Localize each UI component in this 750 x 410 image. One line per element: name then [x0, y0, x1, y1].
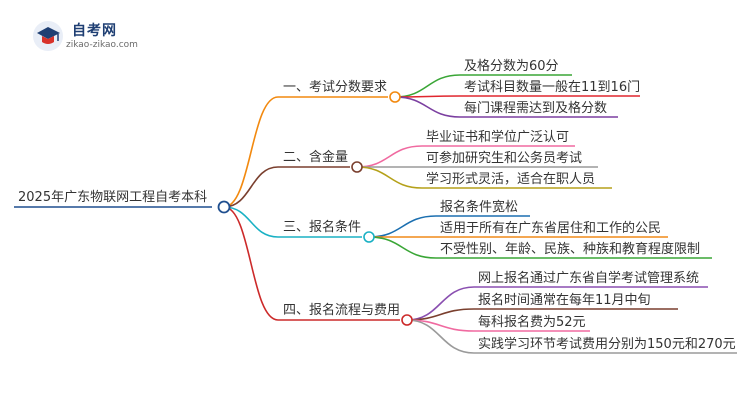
leaf-connector: [368, 215, 437, 238]
leaf-connector: [394, 96, 461, 118]
logo: 自考网 zikao-zikao.com: [30, 16, 150, 56]
branch-connector: [223, 166, 279, 208]
logo-title: 自考网: [72, 23, 117, 39]
branch-label: 一、考试分数要求: [283, 80, 387, 95]
leaf-label: 及格分数为60分: [464, 58, 559, 74]
logo-url: zikao-zikao.com: [66, 40, 138, 50]
leaf-connector: [356, 145, 423, 168]
leaf-label: 网上报名通过广东省自学考试管理系统: [478, 270, 699, 286]
leaf-connector: [356, 166, 423, 189]
branch-connector: [223, 206, 279, 238]
graduation-cap-icon: [33, 21, 63, 51]
leaf-label: 不受性别、年龄、民族、种族和教育程度限制: [440, 241, 700, 257]
leaf-label: 实践学习环节考试费用分别为150元和270元: [478, 336, 736, 352]
leaf-label: 报名条件宽松: [440, 199, 518, 215]
branch-label: 三、报名条件: [283, 219, 361, 235]
branch-label: 四、报名流程与费用: [283, 302, 400, 318]
leaf-connector: [368, 236, 437, 259]
leaf-connector: [394, 74, 461, 98]
branch-node-circle: [363, 231, 375, 243]
branch-connector: [223, 206, 279, 321]
branch-label: 二、含金量: [283, 149, 348, 165]
root-node-circle: [217, 200, 231, 214]
leaf-label: 学习形式灵活，适合在职人员: [426, 171, 595, 187]
leaf-label: 适用于所有在广东省居住和工作的公民: [440, 220, 661, 236]
leaf-label: 考试科目数量一般在11到16门: [464, 79, 640, 95]
leaf-label: 报名时间通常在每年11月中旬: [478, 292, 651, 308]
root-label: 2025年广东物联网工程自考本科: [18, 190, 207, 205]
branch-node-circle: [351, 161, 363, 173]
leaf-label: 可参加研究生和公务员考试: [426, 150, 582, 166]
branch-node-circle: [401, 314, 413, 326]
leaf-label: 毕业证书和学位广泛认可: [426, 129, 569, 145]
leaf-label: 每科报名费为52元: [478, 314, 586, 330]
branch-connector: [223, 96, 279, 208]
leaf-connector: [406, 319, 475, 354]
leaf-label: 每门课程需达到及格分数: [464, 100, 607, 116]
branch-node-circle: [389, 91, 401, 103]
